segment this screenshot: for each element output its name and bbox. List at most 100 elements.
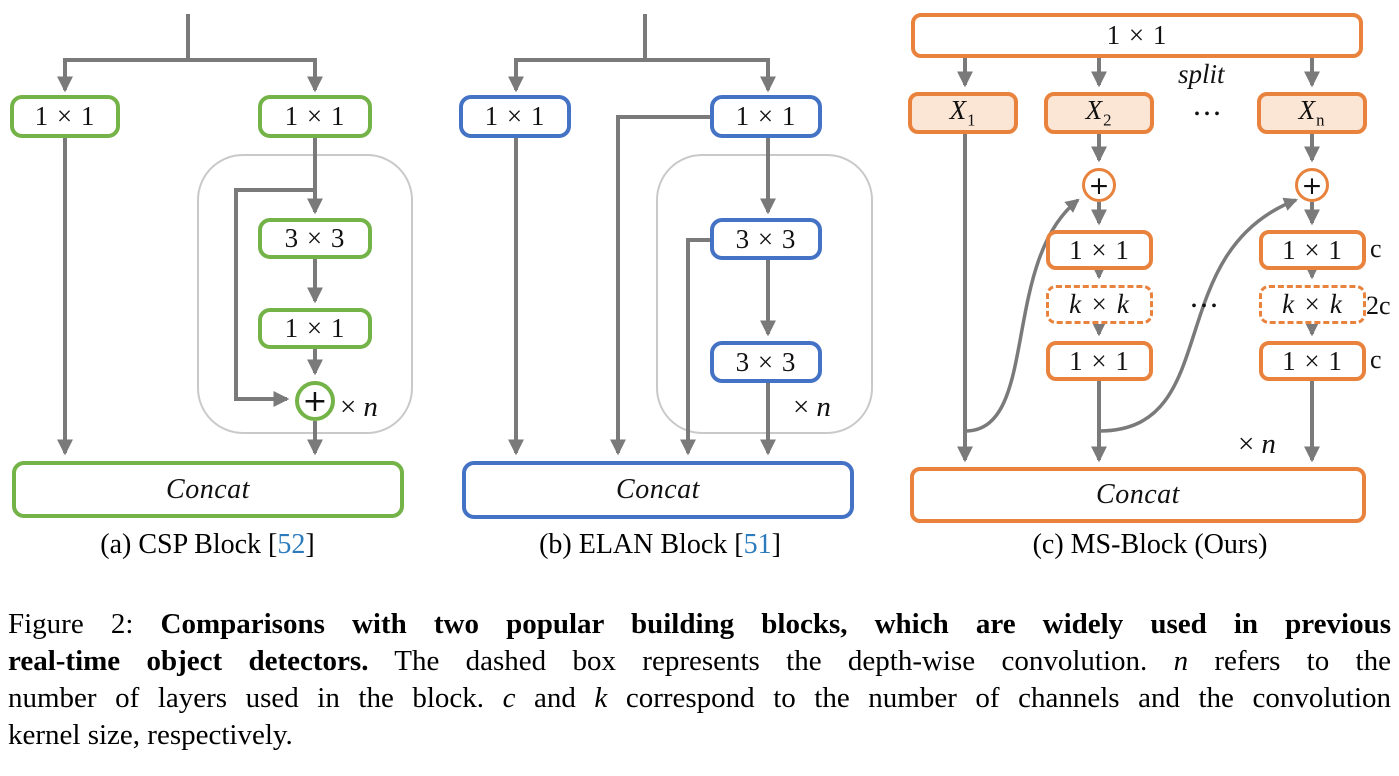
ms-feature-x1: X1 [908,92,1018,134]
repeat-var: n [816,391,831,423]
ms-split-label: split [1178,59,1225,90]
csp-subcaption: (a) CSP Block [52] [0,529,415,561]
elan-conv-3x3-second: 3 × 3 [710,341,822,383]
csp-add-node: + [295,381,335,421]
elan-subcaption: (b) ELAN Block [51] [450,529,870,561]
ms-bn-conv-in: 1 × 1 [1259,230,1366,270]
plus-icon: + [1301,170,1323,200]
concat-label: Concat [1096,479,1180,510]
elan-conv-3x3-first: 3 × 3 [710,218,822,260]
times-sign: × [340,391,357,423]
elan-branch-from-1x1 [610,115,710,456]
elan-repeat-label: ×n [793,391,831,424]
ms-channel-label-mid: 2c [1366,291,1391,321]
conv-label: 1 × 1 [1069,345,1130,376]
conv-label: 1 × 1 [1282,234,1343,265]
ms-add-node-2: + [1082,168,1116,202]
var-base: X [949,95,968,126]
ms-add-node-n: + [1295,168,1329,202]
csp-repeat-container [197,154,413,434]
csp-skip-connection [234,188,315,407]
ellipsis-text: ... [1193,86,1223,122]
plus-icon: + [302,383,328,419]
figure-caption-line-3: number of layers used in the block. c an… [8,682,1391,714]
figure-caption: Figure 2: Comparisons with two popular b… [8,606,1391,754]
times-sign: × [793,391,810,423]
conv-label: 1 × 1 [1106,20,1168,50]
split-text: split [1178,59,1225,89]
ms-feature-xn: Xn [1257,92,1367,134]
ms-bn-depthwise-conv: k × k [1259,285,1366,324]
conv-label: 3 × 3 [284,223,346,253]
ms-b2-conv-out: 1 × 1 [1046,341,1153,381]
ms-repeat-label: ×n [1238,428,1276,461]
subcaption-text: (b) ELAN Block [ [539,529,744,560]
ms-concat-box: Concat [910,467,1366,523]
csp-conv-1x1-left: 1 × 1 [10,95,120,138]
ms-subcaption: (c) MS-Block (Ours) [935,529,1365,561]
var-sub: n [1316,110,1326,130]
repeat-var: n [1261,428,1276,460]
csp-conv-3x3: 3 × 3 [258,218,372,259]
subcaption-text: ] [305,529,315,560]
conv-label: k × k [1282,289,1343,319]
times-sign: × [1238,428,1255,460]
ms-ellipsis-mid: ... [1181,278,1229,315]
ms-channel-label-out: c [1370,345,1382,375]
channel-text: c [1370,345,1382,374]
conv-label: 1 × 1 [484,101,546,131]
csp-conv-1x1-inner: 1 × 1 [258,308,372,349]
ms-bn-conv-out: 1 × 1 [1259,341,1366,381]
var-base: X [1298,95,1317,126]
elan-conv-1x1-right: 1 × 1 [710,95,822,138]
channel-text: c [1370,234,1382,263]
citation-link[interactable]: 52 [277,529,306,560]
var-base: X [1085,95,1104,126]
conv-label: k × k [1069,289,1130,319]
csp-repeat-label: ×n [340,391,378,424]
citation-link[interactable]: 51 [743,529,772,560]
concat-label: Concat [166,473,250,505]
concat-label: Concat [616,474,700,505]
ms-cross-stage-curve-2 [1099,197,1298,433]
figure-caption-line-4: kernel size, respectively. [8,719,293,751]
elan-repeat-container [656,154,873,434]
conv-label: 1 × 1 [1069,234,1130,265]
var-sub: 1 [967,110,977,130]
subcaption-text: (a) CSP Block [ [100,529,278,560]
repeat-var: n [363,391,378,423]
ms-b2-depthwise-conv: k × k [1046,285,1153,324]
elan-input-split-line [516,14,768,62]
ms-cross-stage-curve-1 [964,198,1080,433]
conv-label: 1 × 1 [1282,345,1343,376]
ms-input-conv-1x1: 1 × 1 [911,13,1363,58]
conv-label: 3 × 3 [735,346,797,377]
conv-label: 1 × 1 [284,313,346,343]
subcaption-text: ] [771,529,781,560]
feature-label: X2 [1086,95,1113,130]
plus-icon: + [1088,170,1110,200]
ms-b2-conv-in: 1 × 1 [1046,230,1153,270]
conv-label: 1 × 1 [34,101,96,131]
figure-caption-line-2: real-time object detectors. The dashed b… [8,645,1391,677]
ms-ellipsis-top: ... [1184,86,1232,123]
subcaption-text: (c) MS-Block (Ours) [1032,529,1268,560]
feature-label: X1 [950,95,977,130]
csp-concat-box: Concat [12,461,404,518]
feature-label: Xn [1299,95,1326,130]
conv-label: 1 × 1 [284,101,346,131]
ms-channel-label-in: c [1370,234,1382,264]
conv-label: 1 × 1 [735,101,797,131]
elan-concat-box: Concat [462,461,854,519]
elan-branch-from-3x3 [680,238,710,456]
ms-feature-x2: X2 [1044,92,1154,134]
figure-caption-line-1: Figure 2: Comparisons with two popular b… [8,608,1391,640]
csp-input-split-line [65,14,315,62]
channel-text: 2c [1366,291,1391,320]
ellipsis-text: ... [1190,278,1220,314]
csp-conv-1x1-right: 1 × 1 [258,95,372,138]
elan-conv-1x1-left: 1 × 1 [459,95,571,138]
conv-label: 3 × 3 [735,223,797,254]
